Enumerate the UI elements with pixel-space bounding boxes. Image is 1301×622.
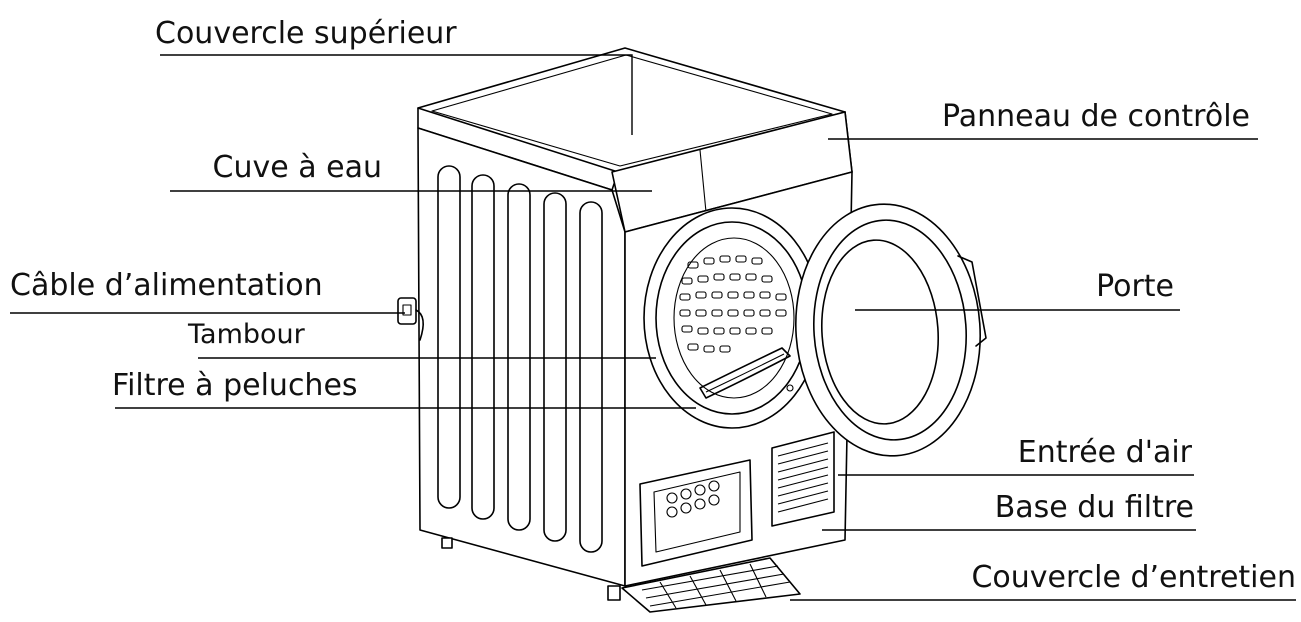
- air-inlet-slats: [777, 442, 829, 513]
- label-filter-base: Base du filtre: [995, 490, 1194, 525]
- panel-divider: [699, 149, 707, 213]
- door: [795, 203, 987, 457]
- drum-opening: [643, 207, 821, 429]
- label-power-cable: Câble d’alimentation: [10, 268, 323, 303]
- rib-3: [507, 183, 531, 531]
- maintenance-cover-grid: [641, 563, 791, 609]
- maintenance-cover: [621, 557, 801, 613]
- labels: Couvercle supérieur Panneau de contrôle …: [10, 16, 1296, 595]
- leader-top-cover: [160, 54, 633, 135]
- rib-4: [543, 192, 567, 542]
- label-top-cover: Couvercle supérieur: [155, 16, 457, 51]
- dryer-illustration: [397, 47, 987, 613]
- label-water-tank: Cuve à eau: [213, 150, 382, 185]
- rib-2: [471, 174, 495, 520]
- label-air-inlet: Entrée d'air: [1018, 435, 1193, 470]
- drum-perforations: [679, 255, 787, 353]
- drum-screw: [786, 384, 794, 392]
- plug-socket: [397, 297, 417, 325]
- drum-back: [673, 237, 795, 399]
- label-door: Porte: [1096, 269, 1174, 304]
- lint-filter-shape: [699, 347, 791, 399]
- filter-base-frame: [639, 459, 753, 567]
- rib-1: [437, 165, 461, 509]
- leader-lines: [10, 54, 1296, 601]
- air-inlet-frame: [771, 431, 835, 527]
- lint-filter-line: [705, 353, 785, 393]
- door-glass: [820, 239, 940, 425]
- door-ring: [812, 219, 968, 441]
- label-maintenance-cover: Couvercle d’entretien: [971, 560, 1296, 595]
- maintenance-cover-panel: [621, 557, 801, 613]
- rib-5: [579, 201, 603, 553]
- side-ribs: [437, 165, 603, 553]
- label-lint-filter: Filtre à peluches: [112, 368, 358, 403]
- top-lid-inner: [431, 54, 833, 167]
- plug-cord: [415, 309, 424, 341]
- filter-base-bolts: [666, 480, 720, 518]
- door-outer: [795, 203, 981, 457]
- door-hinge: [957, 255, 987, 347]
- side-panel: [417, 127, 626, 587]
- plug-slot: [402, 304, 412, 316]
- label-drum: Tambour: [187, 319, 306, 350]
- power-plug: [397, 297, 424, 341]
- foot-right: [607, 585, 621, 601]
- air-inlet-grille: [771, 431, 835, 527]
- filter-base-inner: [653, 471, 741, 553]
- front-panel: [624, 171, 853, 587]
- label-control-panel: Panneau de contrôle: [942, 99, 1250, 134]
- filter-base-compartment: [639, 459, 753, 567]
- foot-left: [441, 537, 453, 549]
- feet: [441, 537, 621, 601]
